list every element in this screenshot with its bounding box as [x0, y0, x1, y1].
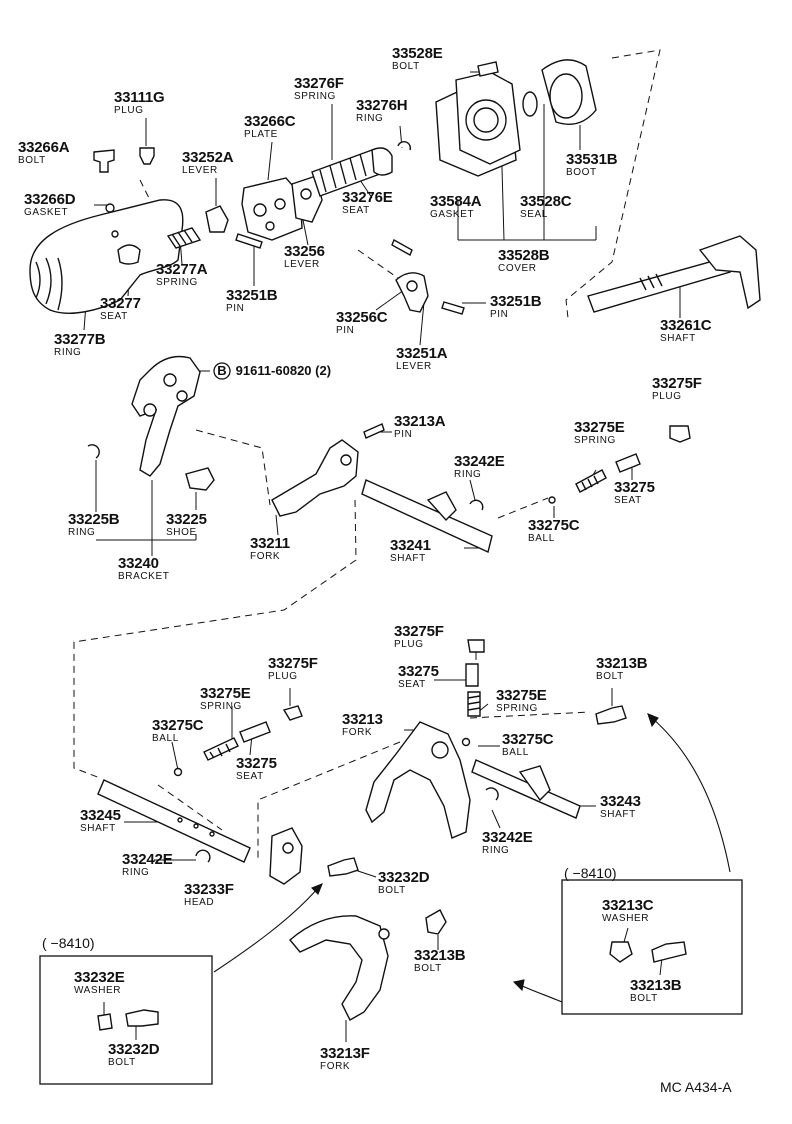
plug-33111g	[139, 147, 155, 165]
fork-33213	[365, 721, 471, 839]
callout-b-letter: B	[217, 363, 227, 378]
inset-left-range: ( −8410)	[42, 935, 95, 951]
callout-b-circle	[213, 362, 231, 380]
shaft-33241	[361, 479, 493, 553]
callout-qty: (2)	[315, 363, 332, 378]
lever-33252a	[205, 205, 229, 233]
seat-33277	[117, 244, 141, 265]
bolt-callout: B 91611-60820 (2)	[214, 364, 331, 377]
fork-33213f	[289, 915, 389, 1021]
shaft-33245	[97, 779, 251, 863]
lever-33251a	[395, 272, 429, 313]
case-housing	[29, 199, 184, 314]
plate-33266c	[241, 177, 303, 241]
seat-33276e	[371, 147, 393, 176]
seal-33528c	[522, 91, 538, 117]
diagram-code: MC A434-A	[660, 1079, 732, 1095]
inset-right-range: ( −8410)	[564, 865, 617, 881]
fork-33211	[271, 439, 359, 517]
callout-part-number: 91611-60820	[235, 363, 312, 378]
head-33233f	[269, 827, 303, 885]
shoe-33225	[185, 467, 215, 491]
dashed-guides	[73, 49, 661, 860]
inset-boxes	[39, 879, 743, 1085]
shaft-33261c	[587, 257, 731, 313]
parts	[29, 59, 761, 1031]
bolt-33266a	[93, 149, 115, 173]
bracket-33240	[131, 355, 201, 477]
arrows	[213, 713, 731, 1003]
